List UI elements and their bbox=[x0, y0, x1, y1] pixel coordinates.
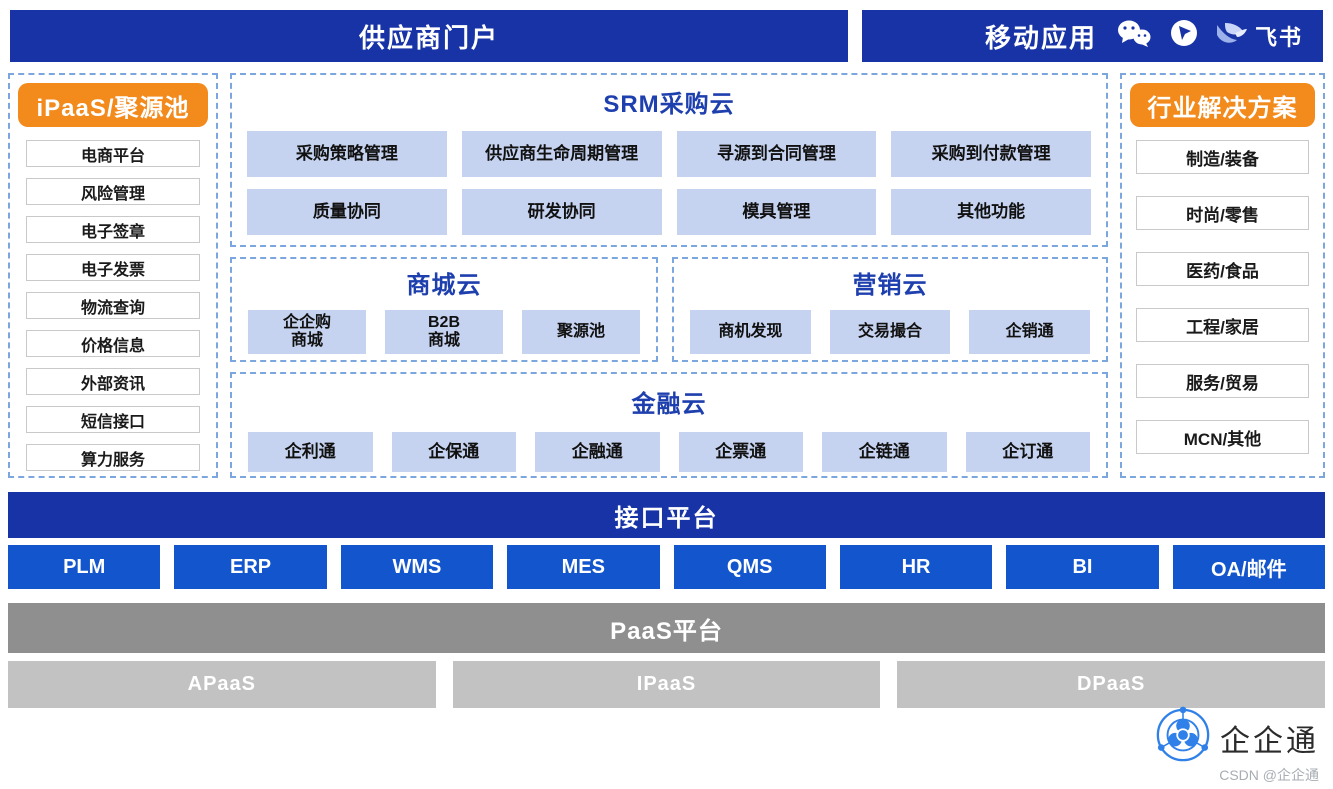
paas-platform-bar: PaaS平台 bbox=[8, 603, 1325, 653]
industry-item-service-trade: 服务/贸易 bbox=[1136, 364, 1309, 398]
ipaas-item-computing: 算力服务 bbox=[26, 444, 200, 471]
srm-row-2: 质量协同 研发协同 模具管理 其他功能 bbox=[232, 189, 1106, 235]
srm-box-other: 其他功能 bbox=[891, 189, 1091, 235]
system-qms: QMS bbox=[673, 545, 826, 589]
srm-box-supplier-lifecycle: 供应商生命周期管理 bbox=[461, 131, 662, 177]
mobile-apps-label: 移动应用 bbox=[984, 22, 1097, 53]
ipaas-item-price: 价格信息 bbox=[26, 330, 200, 357]
finance-cloud-panel: 金融云 企利通 企保通 企融通 企票通 企链通 企订通 bbox=[230, 372, 1108, 478]
paas-box-dpaas: DPaaS bbox=[897, 661, 1326, 708]
paas-box-apaas: APaaS bbox=[8, 661, 436, 708]
mobile-app-icons: 飞书 bbox=[1115, 18, 1303, 55]
interface-platform-label: 接口平台 bbox=[614, 504, 719, 532]
system-plm: PLM bbox=[8, 545, 161, 589]
ipaas-item-einvoice: 电子发票 bbox=[26, 254, 200, 281]
systems-row: PLM ERP WMS MES QMS HR BI OA/邮件 bbox=[8, 545, 1325, 589]
feishu-icon-group: 飞书 bbox=[1215, 19, 1303, 53]
srm-box-quality: 质量协同 bbox=[247, 189, 447, 235]
srm-box-procure-to-pay: 采购到付款管理 bbox=[891, 131, 1091, 177]
ipaas-item-risk: 风险管理 bbox=[26, 178, 200, 205]
srm-box-rnd: 研发协同 bbox=[461, 189, 662, 235]
system-bi: BI bbox=[1006, 545, 1159, 589]
top-banner-row: 供应商门户 移动应用 bbox=[0, 0, 1333, 62]
system-mes: MES bbox=[507, 545, 660, 589]
system-wms: WMS bbox=[340, 545, 494, 589]
finance-boxes-row: 企利通 企保通 企融通 企票通 企链通 企订通 bbox=[232, 432, 1106, 472]
mall-box-b2b: B2B 商城 bbox=[385, 310, 503, 354]
srm-cloud-panel: SRM采购云 采购策略管理 供应商生命周期管理 寻源到合同管理 采购到付款管理 … bbox=[230, 73, 1108, 247]
ipaas-item-ecommerce: 电商平台 bbox=[26, 140, 200, 167]
cloud-column: SRM采购云 采购策略管理 供应商生命周期管理 寻源到合同管理 采购到付款管理 … bbox=[230, 73, 1108, 478]
qiqitong-logo-icon bbox=[1154, 706, 1212, 769]
mall-boxes-row: 企企购 商城 B2B 商城 聚源池 bbox=[232, 310, 656, 354]
wechat-icon bbox=[1115, 18, 1153, 55]
industry-solutions-header: 行业解决方案 bbox=[1130, 83, 1315, 127]
industry-solutions-panel: 行业解决方案 制造/装备 时尚/零售 医药/食品 工程/家居 服务/贸易 MCN… bbox=[1120, 73, 1325, 478]
feishu-icon bbox=[1215, 19, 1249, 53]
paas-sub-row: APaaS IPaaS DPaaS bbox=[8, 661, 1326, 708]
finance-box-qilitong: 企利通 bbox=[248, 432, 373, 472]
ipaas-panel: iPaaS/聚源池 电商平台 风险管理 电子签章 电子发票 物流查询 价格信息 … bbox=[8, 73, 218, 478]
system-erp: ERP bbox=[174, 545, 327, 589]
marketing-cloud-panel: 营销云 商机发现 交易撮合 企销通 bbox=[672, 257, 1108, 362]
logo-line: 企企通 bbox=[1154, 706, 1319, 769]
qiqitong-logo-text: 企企通 bbox=[1220, 724, 1319, 758]
srm-row-1: 采购策略管理 供应商生命周期管理 寻源到合同管理 采购到付款管理 bbox=[232, 131, 1106, 177]
marketing-cloud-title: 营销云 bbox=[852, 272, 928, 299]
main-diagram-row: iPaaS/聚源池 电商平台 风险管理 电子签章 电子发票 物流查询 价格信息 … bbox=[0, 62, 1333, 478]
csdn-watermark: CSDN @企企通 bbox=[1219, 767, 1319, 783]
finance-box-qidingtong: 企订通 bbox=[965, 432, 1090, 472]
ipaas-panel-header: iPaaS/聚源池 bbox=[18, 83, 208, 127]
industry-item-manufacturing: 制造/装备 bbox=[1136, 140, 1309, 174]
mall-cloud-title: 商城云 bbox=[406, 272, 482, 299]
finance-box-qirongtong: 企融通 bbox=[535, 432, 660, 472]
interface-platform-bar: 接口平台 bbox=[8, 492, 1325, 538]
srm-box-source-to-contract: 寻源到合同管理 bbox=[676, 131, 877, 177]
footer-logo-block: 企企通 CSDN @企企通 bbox=[1154, 706, 1319, 785]
mall-box-juyuanchi: 聚源池 bbox=[522, 310, 640, 354]
marketing-box-opportunity: 商机发现 bbox=[690, 310, 811, 354]
srm-box-mold: 模具管理 bbox=[676, 189, 877, 235]
industry-item-mcn-other: MCN/其他 bbox=[1136, 420, 1309, 454]
marketing-boxes-row: 商机发现 交易撮合 企销通 bbox=[674, 310, 1106, 354]
mall-box-qiqigou: 企企购 商城 bbox=[248, 310, 366, 354]
supplier-portal-banner: 供应商门户 bbox=[10, 10, 848, 62]
mobile-apps-banner: 移动应用 bbox=[862, 10, 1323, 62]
ipaas-item-logistics: 物流查询 bbox=[26, 292, 200, 319]
industry-item-fashion-retail: 时尚/零售 bbox=[1136, 196, 1309, 230]
finance-box-qipiaotong: 企票通 bbox=[678, 432, 803, 472]
ipaas-item-sms: 短信接口 bbox=[26, 406, 200, 433]
paas-box-ipaas: IPaaS bbox=[452, 661, 881, 708]
ipaas-item-esign: 电子签章 bbox=[26, 216, 200, 243]
industry-item-engineering-home: 工程/家居 bbox=[1136, 308, 1309, 342]
marketing-box-matching: 交易撮合 bbox=[829, 310, 951, 354]
navigator-icon bbox=[1169, 18, 1199, 55]
paas-platform-label: PaaS平台 bbox=[610, 617, 723, 645]
system-oa-mail: OA/邮件 bbox=[1172, 545, 1325, 589]
feishu-label: 飞书 bbox=[1254, 25, 1303, 50]
mid-cloud-row: 商城云 企企购 商城 B2B 商城 聚源池 营销云 商机发现 交易撮合 企销通 bbox=[230, 257, 1108, 362]
srm-box-strategy: 采购策略管理 bbox=[247, 131, 447, 177]
srm-cloud-title: SRM采购云 bbox=[603, 91, 735, 118]
finance-cloud-title: 金融云 bbox=[631, 391, 707, 418]
industry-item-pharma-food: 医药/食品 bbox=[1136, 252, 1309, 286]
mall-cloud-panel: 商城云 企企购 商城 B2B 商城 聚源池 bbox=[230, 257, 658, 362]
finance-box-qibaotong: 企保通 bbox=[391, 432, 516, 472]
marketing-box-qixiaotong: 企销通 bbox=[969, 310, 1091, 354]
ipaas-item-external-info: 外部资讯 bbox=[26, 368, 200, 395]
finance-box-qiliantong: 企链通 bbox=[822, 432, 947, 472]
supplier-portal-label: 供应商门户 bbox=[358, 22, 499, 53]
system-hr: HR bbox=[839, 545, 993, 589]
